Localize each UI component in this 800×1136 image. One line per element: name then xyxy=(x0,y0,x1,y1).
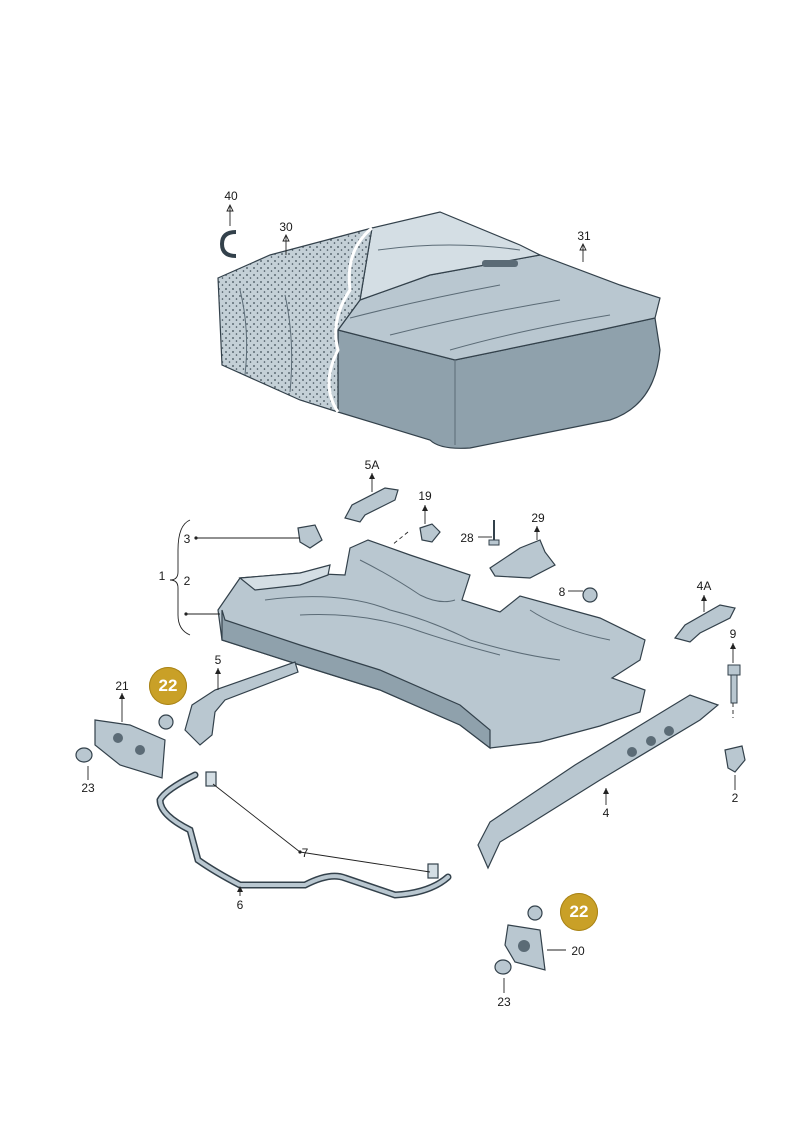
nut-8 xyxy=(582,587,598,603)
label-29: 29 xyxy=(531,511,545,525)
plate-7-left xyxy=(205,771,217,787)
bracket-5a xyxy=(344,487,399,523)
nut-22-right xyxy=(527,905,543,921)
label-1: 1 xyxy=(158,569,166,583)
label-5a: 5A xyxy=(364,458,380,472)
label-7: 7 xyxy=(301,846,309,860)
cap-23-left xyxy=(75,747,93,763)
label-6: 6 xyxy=(236,898,244,912)
bracket-29 xyxy=(489,539,556,579)
screw-28 xyxy=(488,520,500,546)
clip-part-3 xyxy=(297,524,323,549)
highlight-badge-22-right: 22 xyxy=(560,893,598,931)
buffer-2 xyxy=(724,745,746,773)
bracket-4a xyxy=(673,604,736,643)
label-4a: 4A xyxy=(696,579,712,593)
c-clip-icon xyxy=(219,230,237,258)
label-9: 9 xyxy=(729,627,737,641)
label-20: 20 xyxy=(571,944,585,958)
label-8: 8 xyxy=(558,585,566,599)
label-5: 5 xyxy=(214,653,222,667)
seat-pan xyxy=(217,539,646,750)
label-2-buffer: 2 xyxy=(731,791,739,805)
cap-23-right xyxy=(494,959,512,975)
clip-19 xyxy=(419,523,441,543)
rod-6 xyxy=(156,771,452,899)
label-4: 4 xyxy=(602,806,610,820)
rail-4 xyxy=(477,694,720,870)
bolt-9 xyxy=(727,664,741,704)
nut-22-left xyxy=(158,714,174,730)
label-3: 3 xyxy=(183,532,191,546)
cover-21 xyxy=(94,719,166,779)
label-21: 21 xyxy=(115,679,129,693)
rail-5 xyxy=(184,661,299,746)
label-23-left: 23 xyxy=(81,781,95,795)
label-28: 28 xyxy=(460,531,474,545)
label-31: 31 xyxy=(577,229,591,243)
label-2-pan: 2 xyxy=(183,574,191,588)
label-23-right: 23 xyxy=(497,995,511,1009)
label-30: 30 xyxy=(279,220,293,234)
plate-7-right xyxy=(427,863,439,879)
seat-cushion xyxy=(217,211,661,449)
highlight-badge-22-left: 22 xyxy=(149,667,187,705)
label-40: 40 xyxy=(224,189,238,203)
label-19: 19 xyxy=(418,489,432,503)
